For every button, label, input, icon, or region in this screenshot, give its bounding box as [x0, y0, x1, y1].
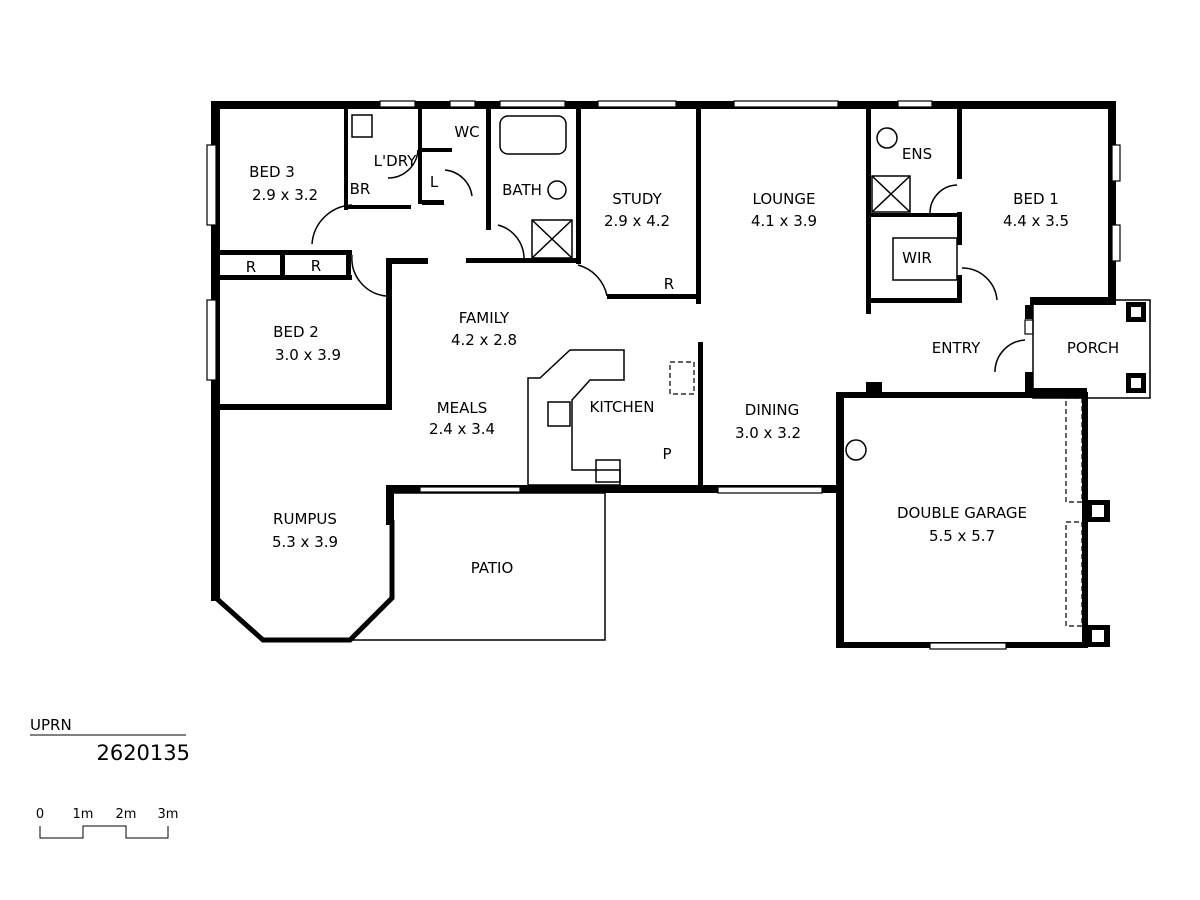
scale-bar: 0 1m 2m 3m [36, 807, 179, 822]
room-bed3-name: BED 3 [249, 163, 295, 181]
room-rumpus-size: 5.3 x 3.9 [272, 533, 338, 551]
label-wir: WIR [902, 249, 932, 267]
windows [206, 100, 1121, 650]
uprn-value: 2620135 [96, 741, 190, 765]
room-meals-size: 2.4 x 3.4 [429, 420, 495, 438]
room-dining-size: 3.0 x 3.2 [735, 424, 801, 442]
label-robe-bed2: R [311, 257, 321, 275]
room-study-name: STUDY [612, 190, 662, 208]
label-porch: PORCH [1067, 339, 1119, 357]
room-bed1-size: 4.4 x 3.5 [1003, 212, 1069, 230]
outlines [30, 114, 1151, 839]
label-robe-bed3: R [246, 258, 256, 276]
room-dining-name: DINING [745, 401, 799, 419]
room-garage-size: 5.5 x 5.7 [929, 527, 995, 545]
room-garage-name: DOUBLE GARAGE [897, 504, 1027, 522]
room-meals-name: MEALS [437, 399, 488, 417]
label-ens: ENS [902, 145, 932, 163]
room-family-name: FAMILY [459, 309, 510, 327]
label-robe-study: R [664, 275, 674, 293]
room-lounge-name: LOUNGE [753, 190, 816, 208]
label-wc: WC [454, 123, 479, 141]
label-pantry: P [662, 445, 671, 463]
label-patio: PATIO [471, 559, 514, 577]
room-lounge-size: 4.1 x 3.9 [751, 212, 817, 230]
label-linen: L [430, 173, 439, 191]
label-bath: BATH [502, 181, 542, 199]
room-bed1-name: BED 1 [1013, 190, 1059, 208]
scale-tick-2m: 2m [116, 807, 137, 822]
room-labels: BED 3 2.9 x 3.2 BED 2 3.0 x 3.9 STUDY 2.… [246, 123, 1119, 577]
uprn-label: UPRN [30, 716, 72, 734]
label-kitchen: KITCHEN [590, 398, 655, 416]
scale-tick-0: 0 [36, 807, 44, 822]
scale-tick-3m: 3m [158, 807, 179, 822]
uprn-block: UPRN 2620135 [30, 716, 190, 765]
room-family-size: 4.2 x 2.8 [451, 331, 517, 349]
room-study-size: 2.9 x 4.2 [604, 212, 670, 230]
label-br: BR [350, 180, 371, 198]
label-entry: ENTRY [932, 339, 981, 357]
walls [211, 101, 1116, 648]
scale-tick-1m: 1m [73, 807, 94, 822]
label-laundry: L'DRY [374, 152, 417, 170]
room-bed2-size: 3.0 x 3.9 [275, 346, 341, 364]
room-rumpus-name: RUMPUS [273, 510, 337, 528]
room-bed2-name: BED 2 [273, 323, 319, 341]
room-bed3-size: 2.9 x 3.2 [252, 186, 318, 204]
